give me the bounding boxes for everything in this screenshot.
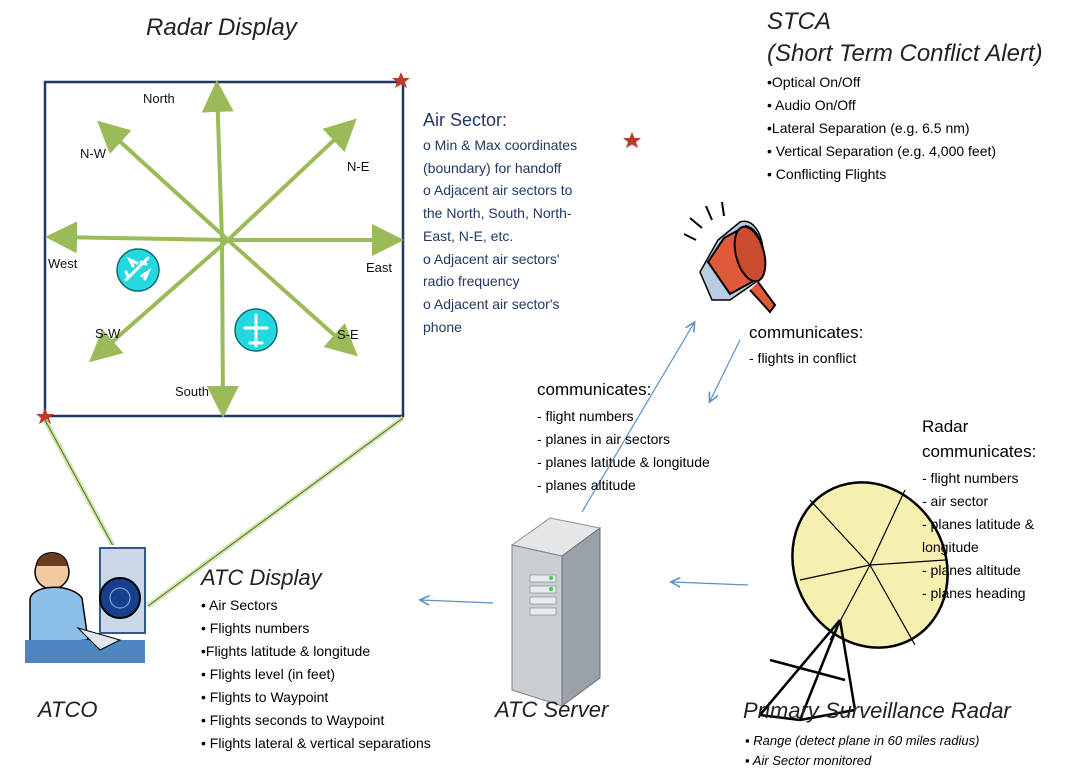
server-comm-list: - flight numbers - planes in air sectors… [537,405,710,497]
stca-title-line1: STCA [767,8,832,35]
radar-comm-item: longitude [922,539,979,555]
air-sector-line: o Min & Max coordinates [423,137,578,153]
air-sector-line: the North, South, North- [423,205,572,222]
label-sw: S-W [95,326,121,341]
air-sector-line: o Adjacent air sectors to [423,182,573,199]
connectors [421,323,749,603]
server-comm-heading: communicates: [537,380,652,399]
stca-item: • Conflicting Flights [767,166,887,182]
atc-display-list: • Air Sectors • Flights numbers •Flights… [201,594,431,755]
atc-display-item: • Flights seconds to Waypoint [201,712,385,728]
air-sector-line: phone [423,318,462,335]
arrow-se [226,238,358,357]
radar-dish-icon [759,481,949,722]
server-comm-item: - planes latitude & longitude [537,454,710,470]
stca-list: •Optical On/Off • Audio On/Off •Lateral … [767,71,996,186]
atc-server-label: ATC Server [495,697,609,722]
star-icon-2 [36,408,54,424]
air-sector-line: o Adjacent air sector's [423,295,560,312]
radar-to-server [672,582,749,585]
arrow-north [201,80,234,241]
label-north: North [143,91,175,106]
air-sector-heading: Air Sector: [423,110,508,130]
atc-display-item: •Flights latitude & longitude [201,643,371,659]
radar-comm-heading-line2: communicates: [922,442,1037,461]
radar-comm-item: - flight numbers [922,470,1019,486]
radar-comm-item: - air sector [922,493,989,509]
stca-to-server [710,339,741,401]
server-to-display [421,600,494,603]
stca-item: •Lateral Separation (e.g. 6.5 nm) [767,120,970,136]
plane-icon-2 [234,308,278,352]
atco-icon [25,545,146,663]
compass-arrows [45,80,404,418]
psr-item: Air Sector monitored [745,751,979,771]
psr-list: Range (detect plane in 60 miles radius) … [745,731,980,771]
plane-icon-1 [116,248,160,292]
arrow-nw [97,120,230,242]
arrow-sw [88,238,230,363]
server-icon [510,517,602,707]
megaphone-icon [683,201,777,314]
stca-item: • Vertical Separation (e.g. 4,000 feet) [767,143,997,159]
stca-item: •Optical On/Off [767,74,861,90]
atc-display-item: • Flights numbers [201,620,310,636]
air-sector-line: East, N-E, etc. [423,227,514,244]
star-icon-1 [392,72,410,88]
label-east: East [366,260,393,275]
arrow-ne [226,118,357,242]
stca-title: STCA (Short Term Conflict Alert) [767,6,1043,70]
label-west: West [48,256,78,271]
radar-comm-list: - flight numbers - air sector - planes l… [922,467,1034,605]
radar-comm-item: - planes latitude & [922,516,1035,532]
radar-comm-item: - planes heading [922,585,1026,601]
atc-display-item: • Flights lateral & vertical separations [201,735,431,751]
air-sector-list: o Min & Max coordinates (boundary) for h… [423,134,633,338]
radar-comm-item: - planes altitude [922,562,1021,578]
atc-display-item: • Flights to Waypoint [201,689,329,705]
radar-display-title: Radar Display [146,14,297,41]
atc-display-item: • Air Sectors [201,597,278,613]
psr-item: Range (detect plane in 60 miles radius) [745,731,979,751]
stca-item: • Audio On/Off [767,97,856,113]
stca-title-line2: (Short Term Conflict Alert) [767,40,1043,67]
label-ne: N-E [347,159,370,174]
air-sector-line: (boundary) for handoff [423,159,562,176]
label-nw: N-W [80,146,106,161]
server-comm-item: - planes in air sectors [537,431,671,447]
stca-comm-heading: communicates: [749,323,864,342]
atc-display-item: • Flights level (in feet) [201,666,336,682]
radar-comm-heading: Radar communicates: [922,414,1036,464]
atco-label: ATCO [38,697,98,722]
air-sector-line: radio frequency [423,273,520,290]
server-to-stca [581,323,694,513]
arrow-west [45,221,229,254]
stca-comm-item: - flights in conflict [749,350,857,366]
server-comm-item: - planes altitude [537,477,636,493]
atc-display-title: ATC Display [201,565,322,590]
server-comm-item: - flight numbers [537,408,634,424]
radar-comm-heading-line1: Radar [922,417,969,436]
star-icon-3 [623,132,641,148]
label-south: South [175,384,209,399]
air-sector-line: o Adjacent air sectors' [423,250,560,267]
arrow-south [206,239,239,418]
label-se: S-E [337,327,359,342]
psr-label: Primary Surveillance Radar [743,698,1011,723]
